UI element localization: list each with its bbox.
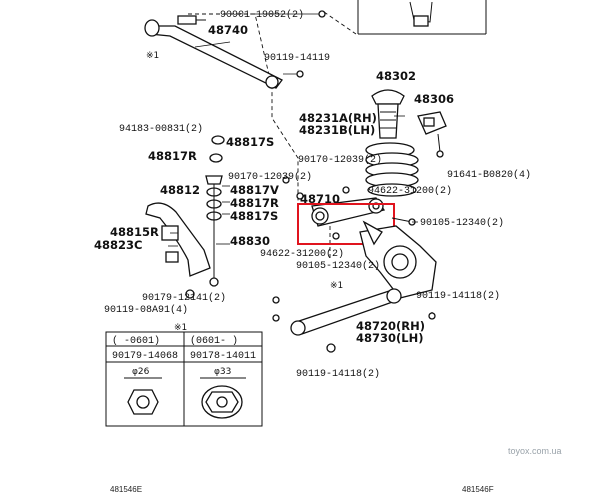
inset-frame: [357, 0, 487, 35]
table-part-late: 90178-14011: [190, 351, 256, 362]
label-48231b: 48231B(LH): [299, 123, 375, 137]
table-part-early: 90179-14068: [112, 351, 178, 362]
bolt-variant-table: ※1 ( -0601) (0601- ) 90179-14068 90178-1…: [105, 323, 263, 427]
label-90119-14118-b: 90119-14118(2): [296, 368, 380, 380]
footer-right-code: 481546F: [462, 485, 494, 494]
label-91641-b0820: 91641-B0820(4): [447, 169, 531, 181]
label-48720: 48720(RH): [356, 319, 425, 333]
table-diameter-early: φ26: [132, 367, 150, 377]
nut-icon-early: [124, 377, 162, 415]
label-48740: 48740: [208, 23, 248, 37]
table-header-early: ( -0601): [112, 335, 160, 347]
nut-icon-late: [200, 377, 246, 419]
label-94183-00831: 94183-00831(2): [119, 123, 203, 135]
label-48812: 48812: [160, 183, 200, 197]
label-48815r: 48815R: [110, 225, 159, 239]
label-90170-12039-a: 90170-12039(2): [298, 154, 382, 166]
label-48817r-b: 48817R: [230, 196, 279, 210]
highlight-box: [297, 203, 395, 245]
label-48817r-a: 48817R: [148, 149, 197, 163]
label-48302: 48302: [376, 69, 416, 83]
label-48830: 48830: [230, 234, 270, 248]
label-90105-12340-b: 90105-12340(2): [296, 260, 380, 272]
label-90119-14118-a: 90119-14118(2): [416, 290, 500, 302]
note-mark-1: ※1: [146, 51, 159, 61]
label-90105-12340-a: 90105-12340(2): [420, 217, 504, 229]
axle-housing: [359, 220, 437, 299]
label-48306: 48306: [414, 92, 454, 106]
bushing-stack: [205, 135, 225, 246]
bracket-48306: [417, 111, 447, 158]
label-48710: 48710: [300, 192, 340, 206]
label-48823c: 48823C: [94, 238, 142, 252]
note-mark-2: ※1: [330, 281, 343, 291]
stabilizer-bar: [145, 202, 211, 277]
label-90170-12039-b: 90170-12039(2): [228, 171, 312, 183]
table-diameter-late: φ33: [214, 367, 231, 377]
label-94622-31200-a: 94622-31200(2): [368, 185, 452, 197]
label-48730: 48730(LH): [356, 331, 423, 345]
lower-control-arm: [290, 288, 402, 336]
label-48231a: 48231A(RH): [299, 111, 377, 125]
footer-left-code: 481546E: [110, 485, 142, 494]
label-90901-19052: 90901-19052(2): [220, 9, 304, 21]
label-90179-12141: 90179-12141(2): [142, 292, 226, 304]
label-48817s-b: 48817S: [230, 209, 278, 223]
label-90119-08a91: 90119-08A91(4): [104, 304, 188, 316]
coil-spring: [365, 142, 419, 197]
label-48817s-a: 48817S: [226, 135, 274, 149]
label-94622-31200-b: 94622-31200(2): [260, 248, 344, 260]
watermark: toyox.com.ua: [508, 446, 562, 456]
label-48817v: 48817V: [230, 183, 279, 197]
label-90119-14119: 90119-14119: [264, 53, 330, 64]
table-header-late: (0601- ): [190, 335, 238, 347]
upper-lateral-rod: [144, 15, 283, 89]
table-note-mark: ※1: [174, 323, 187, 333]
upper-bump-stop: [371, 89, 405, 139]
body-outline-dashed: [188, 13, 299, 220]
